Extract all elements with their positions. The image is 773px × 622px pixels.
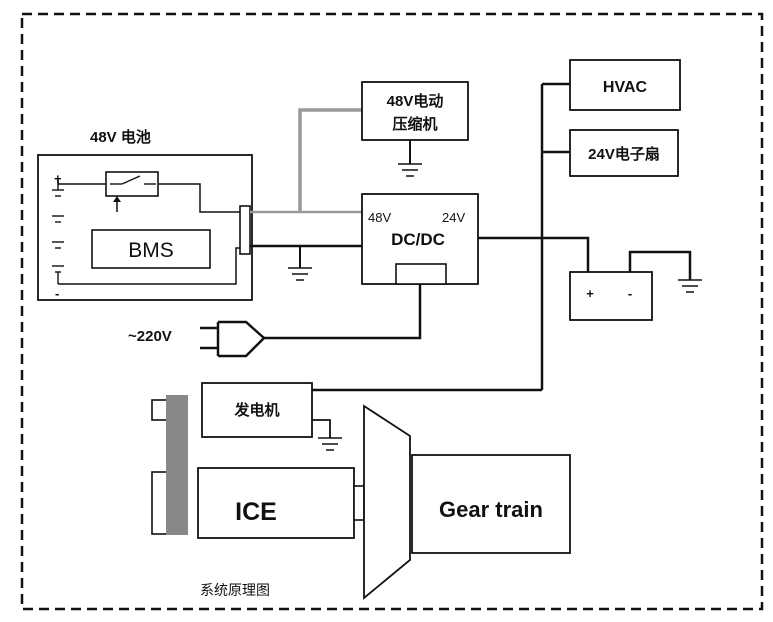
hvac-label: HVAC — [603, 79, 648, 96]
engine-shaft — [151, 471, 169, 535]
belt-drive — [166, 395, 188, 535]
engine-block: ICE — [151, 467, 365, 539]
dcdc-converter: 48V 24V DC/DC — [361, 193, 479, 285]
fan-label: 24V电子扇 — [588, 145, 660, 163]
ground-icon — [398, 163, 422, 177]
ac-wire — [264, 284, 422, 340]
ground-icon — [678, 279, 702, 293]
battery-title: 48V 电池 — [90, 128, 151, 146]
plug-icon — [200, 320, 266, 358]
dcdc-label: DC/DC — [391, 230, 445, 249]
engine-label: ICE — [235, 498, 277, 526]
compressor-label-line2: 压缩机 — [392, 115, 437, 133]
battery-24v-plus: + — [586, 286, 594, 301]
main-bus-wires — [250, 108, 362, 268]
generator-shaft — [151, 399, 169, 421]
battery-24v-minus: - — [628, 286, 632, 301]
fan-box — [569, 129, 679, 177]
battery-connector — [239, 205, 251, 255]
dcdc-input-label: 48V — [368, 210, 391, 225]
battery-cells-icon — [52, 178, 64, 284]
ground-icon — [288, 267, 312, 281]
outer-dashed-border — [20, 12, 764, 611]
gear-train-box — [411, 454, 571, 554]
engine-output-shaft — [353, 485, 365, 521]
relay-switch-icon — [110, 175, 156, 185]
compressor-box — [361, 81, 469, 141]
battery-minus-sign: - — [55, 286, 59, 301]
gear-train-label: Gear train — [439, 497, 543, 522]
bms-arrow-icon — [113, 196, 121, 202]
generator-box — [201, 382, 313, 438]
bms-box — [91, 229, 211, 269]
hvac-box — [569, 59, 681, 111]
ground-icon — [318, 437, 342, 451]
engine-box — [197, 467, 355, 539]
battery-frame — [37, 154, 253, 301]
dcdc-output-label: 24V — [442, 210, 465, 225]
dcdc-ac-port — [395, 263, 447, 285]
battery-internal-wiring — [57, 178, 240, 285]
24v-bus-wires — [478, 82, 692, 390]
compressor-block: 48V电动 压缩机 — [361, 81, 469, 164]
generator-block: 发电机 — [151, 382, 542, 438]
battery-24v-box — [569, 271, 653, 321]
bms-label: BMS — [128, 239, 174, 262]
ac-plug: ~220V — [128, 284, 422, 358]
compressor-label-line1: 48V电动 — [387, 92, 444, 110]
ac-input-label: ~220V — [128, 328, 172, 345]
battery-pack: 48V 电池 + - BMS — [37, 128, 253, 301]
diagram-caption: 系统原理图 — [200, 582, 270, 598]
generator-ground-wire — [312, 419, 331, 438]
gearbox-housing — [363, 404, 411, 600]
generator-label: 发电机 — [233, 401, 279, 419]
